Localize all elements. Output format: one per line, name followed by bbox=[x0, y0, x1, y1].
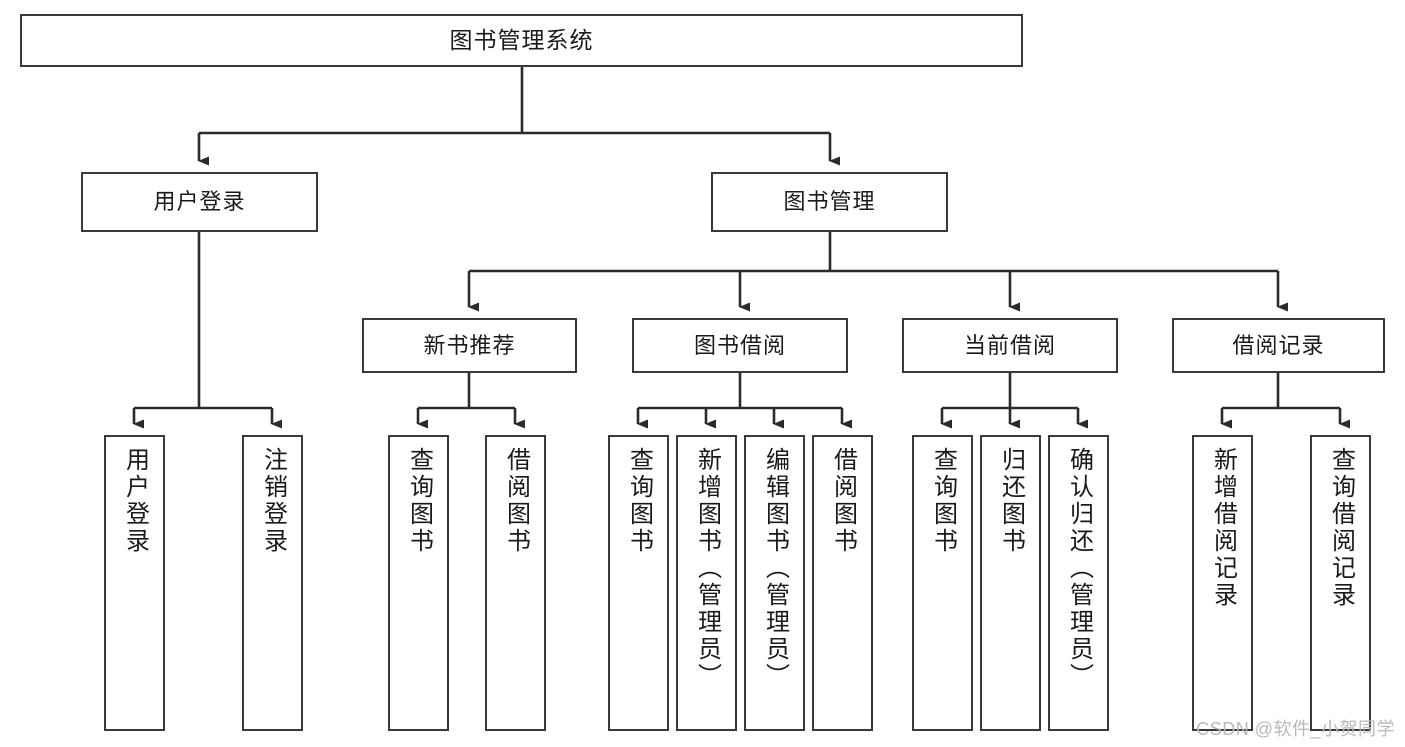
node-label: 查询图书 bbox=[929, 447, 957, 555]
node-leaf-add-book-admin[interactable]: 新增图书（管理员） bbox=[676, 435, 737, 731]
node-leaf-query-book-current[interactable]: 查询图书 bbox=[912, 435, 973, 731]
node-current-borrow[interactable]: 当前借阅 bbox=[902, 318, 1118, 373]
node-borrow-record[interactable]: 借阅记录 bbox=[1172, 318, 1385, 373]
node-label: 新增借阅记录 bbox=[1209, 447, 1237, 609]
node-leaf-user-login[interactable]: 用户登录 bbox=[104, 435, 165, 731]
node-label: 新书推荐 bbox=[423, 332, 516, 358]
node-leaf-borrow-book[interactable]: 借阅图书 bbox=[812, 435, 873, 731]
node-label: 归还图书 bbox=[997, 447, 1025, 555]
node-label: 查询借阅记录 bbox=[1327, 447, 1355, 609]
node-leaf-edit-book-admin[interactable]: 编辑图书（管理员） bbox=[744, 435, 805, 731]
watermark-text: CSDN @软件_小贺同学 bbox=[1196, 719, 1395, 739]
node-label: 图书管理 bbox=[783, 189, 876, 215]
node-leaf-borrow-book-recommend[interactable]: 借阅图书 bbox=[485, 435, 546, 731]
node-leaf-logout[interactable]: 注销登录 bbox=[242, 435, 303, 731]
node-new-book-recommend[interactable]: 新书推荐 bbox=[362, 318, 577, 373]
node-label: 用户登录 bbox=[121, 447, 149, 555]
node-label: 查询图书 bbox=[625, 447, 653, 555]
node-label: 当前借阅 bbox=[963, 332, 1056, 358]
node-leaf-add-borrow-record[interactable]: 新增借阅记录 bbox=[1192, 435, 1253, 731]
node-label: 新增图书（管理员） bbox=[693, 447, 721, 690]
node-label: 借阅图书 bbox=[502, 447, 530, 555]
node-label: 注销登录 bbox=[259, 447, 287, 555]
node-user-login[interactable]: 用户登录 bbox=[81, 172, 318, 232]
node-label: 图书借阅 bbox=[693, 332, 786, 358]
node-label: 借阅记录 bbox=[1232, 332, 1325, 358]
node-leaf-query-book-recommend[interactable]: 查询图书 bbox=[388, 435, 449, 731]
node-book-management[interactable]: 图书管理 bbox=[711, 172, 948, 232]
node-leaf-query-borrow-record[interactable]: 查询借阅记录 bbox=[1310, 435, 1371, 731]
node-book-borrow[interactable]: 图书借阅 bbox=[632, 318, 848, 373]
node-label: 查询图书 bbox=[405, 447, 433, 555]
node-leaf-query-book-borrow[interactable]: 查询图书 bbox=[608, 435, 669, 731]
node-label: 图书管理系统 bbox=[449, 26, 594, 53]
node-leaf-confirm-return-admin[interactable]: 确认归还（管理员） bbox=[1048, 435, 1109, 731]
node-label: 确认归还（管理员） bbox=[1065, 447, 1093, 690]
node-label: 编辑图书（管理员） bbox=[761, 447, 789, 690]
node-leaf-return-book[interactable]: 归还图书 bbox=[980, 435, 1041, 731]
node-root-system[interactable]: 图书管理系统 bbox=[20, 14, 1023, 67]
node-label: 用户登录 bbox=[153, 189, 246, 215]
node-label: 借阅图书 bbox=[829, 447, 857, 555]
